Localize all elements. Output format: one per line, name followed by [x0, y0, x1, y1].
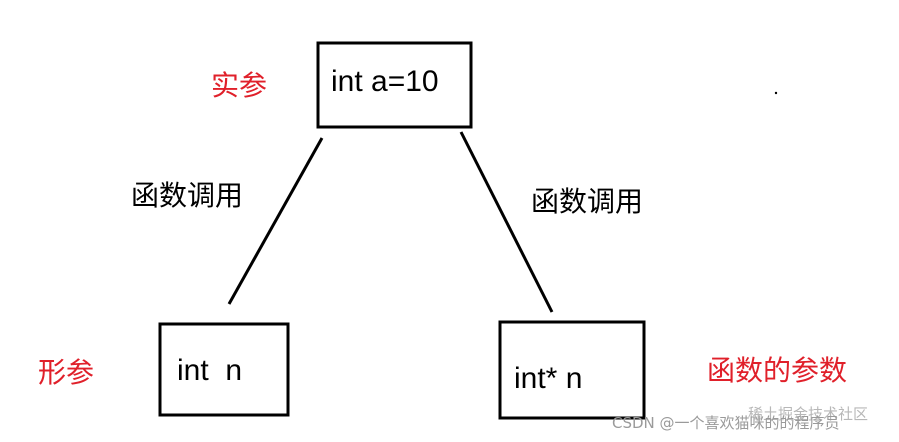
watermark-overlay: 稀土掘金技术社区	[748, 405, 868, 423]
stray-dot	[774, 91, 778, 95]
box-formal-param-int-text: int n	[177, 354, 242, 387]
label-function-call-left: 函数调用	[131, 179, 243, 212]
connector-left	[227, 137, 324, 305]
box-actual-argument-text: int a=10	[331, 65, 439, 98]
label-function-call-right: 函数调用	[531, 185, 643, 218]
label-function-param: 函数的参数	[707, 354, 847, 387]
label-formal-param: 形参	[38, 356, 94, 389]
box-formal-param-pointer-text: int* n	[514, 362, 582, 395]
connector-right	[459, 131, 554, 313]
box-actual-argument	[316, 41, 473, 129]
box-formal-param-int	[158, 322, 290, 417]
box-formal-param-pointer	[498, 320, 646, 420]
watermark-csdn: CSDN @一个喜欢猫咪的的程序员	[612, 414, 840, 432]
label-actual-param: 实参	[211, 69, 267, 102]
